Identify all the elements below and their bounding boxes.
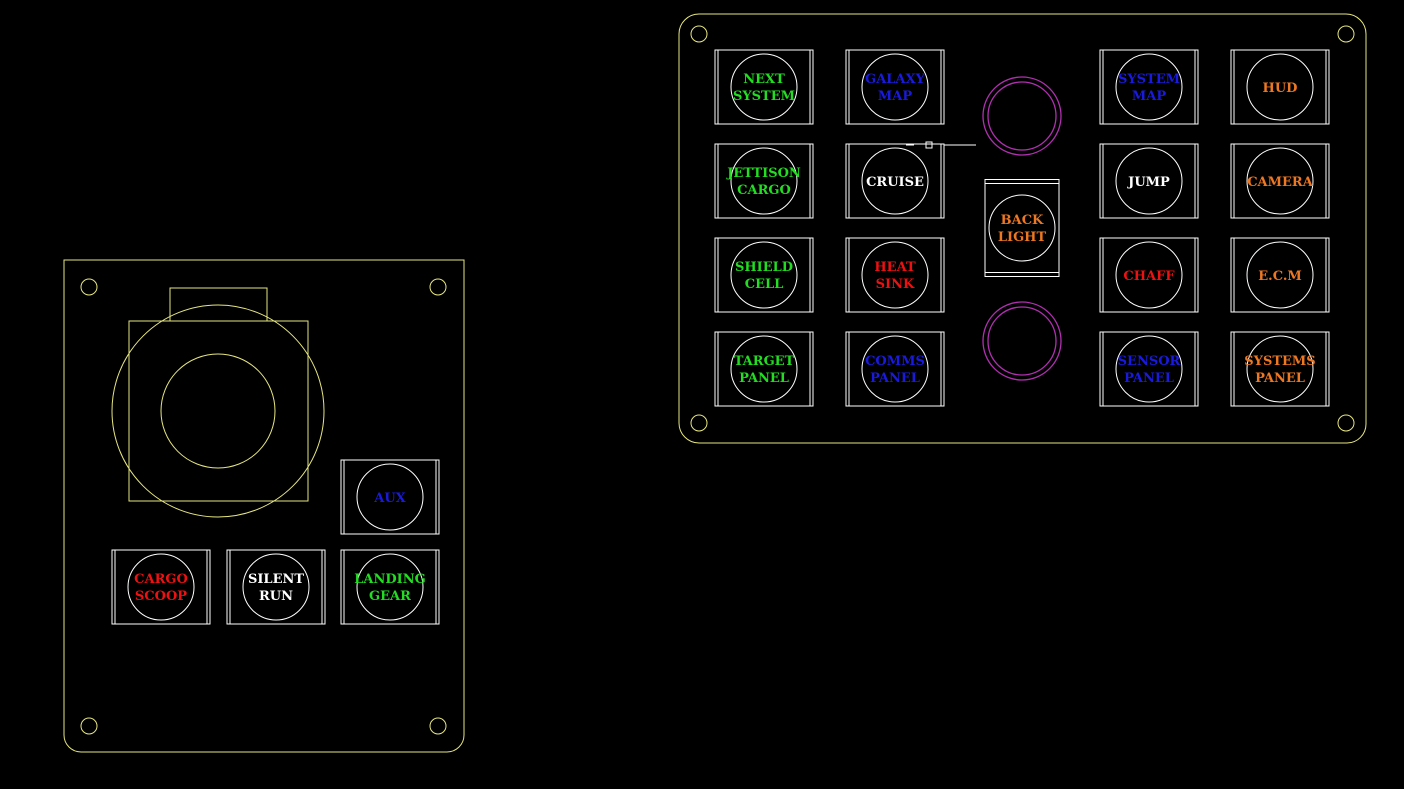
right-button-group: NEXT SYSTEM GALAXY MAP SYSTEM MAP HUD JETTISON C… — [714, 49, 1330, 407]
mounting-hole — [1337, 414, 1355, 432]
button-label-line2: SINK — [876, 277, 915, 292]
mounting-hole — [690, 25, 708, 43]
button-label-line2: MAP — [1132, 89, 1166, 104]
button-label-line2: SYSTEM — [733, 89, 795, 104]
mounting-hole — [80, 278, 98, 296]
button-label: HUD — [1263, 81, 1298, 96]
cruise-button[interactable]: CRUISE — [845, 143, 945, 219]
button-label-line1: TARGET — [734, 354, 795, 369]
cruise-bracket-mark — [906, 141, 976, 149]
next-system-button[interactable]: NEXT SYSTEM — [714, 49, 814, 125]
silent-run-button[interactable]: SILENT RUN — [226, 549, 326, 625]
button-label-line2: SCOOP — [135, 589, 187, 604]
button-label-line2: CELL — [745, 277, 784, 292]
button-label: E.C.M — [1258, 269, 1301, 284]
button-label: CAMERA — [1247, 175, 1314, 190]
mounting-hole — [690, 414, 708, 432]
button-label-line1: SHIELD — [735, 260, 793, 275]
button-label-line2: PANEL — [739, 371, 789, 386]
button-label-line2: LIGHT — [998, 230, 1047, 245]
button-label-line2: PANEL — [870, 371, 920, 386]
heat-sink-button[interactable]: HEAT SINK — [845, 237, 945, 313]
hud-button[interactable]: HUD — [1230, 49, 1330, 125]
button-label-line1: HEAT — [874, 260, 916, 275]
button-label-line2: PANEL — [1255, 371, 1305, 386]
right-panel: NEXT SYSTEM GALAXY MAP SYSTEM MAP HUD JETTISON C… — [678, 13, 1367, 444]
joystick-mount — [111, 287, 325, 518]
jettison-cargo-button[interactable]: JETTISON CARGO — [714, 143, 814, 219]
button-label: AUX — [373, 491, 406, 506]
button-label-line1: JETTISON — [726, 166, 801, 181]
e-c-m-button[interactable]: E.C.M — [1230, 237, 1330, 313]
button-label: JUMP — [1127, 175, 1170, 190]
button-label-line2: PANEL — [1124, 371, 1174, 386]
cargo-scoop-button[interactable]: CARGO SCOOP — [111, 549, 211, 625]
button-label: CRUISE — [866, 175, 924, 190]
button-label-line1: SILENT — [248, 572, 304, 587]
button-label-line1: CARGO — [134, 572, 188, 587]
camera-button[interactable]: CAMERA — [1230, 143, 1330, 219]
button-label-line1: SYSTEMS — [1244, 354, 1315, 369]
rotary-knob-bottom[interactable] — [982, 301, 1062, 381]
button-label-line2: RUN — [259, 589, 293, 604]
mounting-hole — [429, 278, 447, 296]
left-panel: AUX CARGO SCOOP SILENT RUN LANDING GEAR — [63, 259, 465, 753]
shield-cell-button[interactable]: SHIELD CELL — [714, 237, 814, 313]
button-label-line2: CARGO — [737, 183, 791, 198]
mounting-hole — [1337, 25, 1355, 43]
jump-button[interactable]: JUMP — [1099, 143, 1199, 219]
chaff-button[interactable]: CHAFF — [1099, 237, 1199, 313]
systems-panel-button[interactable]: SYSTEMS PANEL — [1230, 331, 1330, 407]
mounting-hole — [80, 717, 98, 735]
rotary-knob-top[interactable] — [982, 76, 1062, 156]
button-label-line2: MAP — [878, 89, 912, 104]
left-button-group: AUX CARGO SCOOP SILENT RUN LANDING GEAR — [111, 459, 440, 625]
button-label-line1: SYSTEM — [1118, 72, 1180, 87]
mounting-hole — [429, 717, 447, 735]
button-label-line1: GALAXY — [865, 72, 926, 87]
button-label-line1: NEXT — [743, 72, 785, 87]
system-map-button[interactable]: SYSTEM MAP — [1099, 49, 1199, 125]
back-light-button[interactable]: BACK LIGHT — [984, 179, 1060, 277]
button-label: CHAFF — [1123, 269, 1175, 284]
aux-button[interactable]: AUX — [340, 459, 440, 535]
button-label-line1: SENSOR — [1118, 354, 1181, 369]
target-panel-button[interactable]: TARGET PANEL — [714, 331, 814, 407]
button-label-line1: BACK — [1001, 213, 1044, 228]
left-panel-outline — [63, 259, 465, 753]
comms-panel-button[interactable]: COMMS PANEL — [845, 331, 945, 407]
button-label-line2: GEAR — [369, 589, 411, 604]
landing-gear-button[interactable]: LANDING GEAR — [340, 549, 440, 625]
right-panel-outline — [678, 13, 1367, 444]
sensor-panel-button[interactable]: SENSOR PANEL — [1099, 331, 1199, 407]
button-label-line1: LANDING — [354, 572, 425, 587]
galaxy-map-button[interactable]: GALAXY MAP — [845, 49, 945, 125]
button-label-line1: COMMS — [865, 354, 925, 369]
